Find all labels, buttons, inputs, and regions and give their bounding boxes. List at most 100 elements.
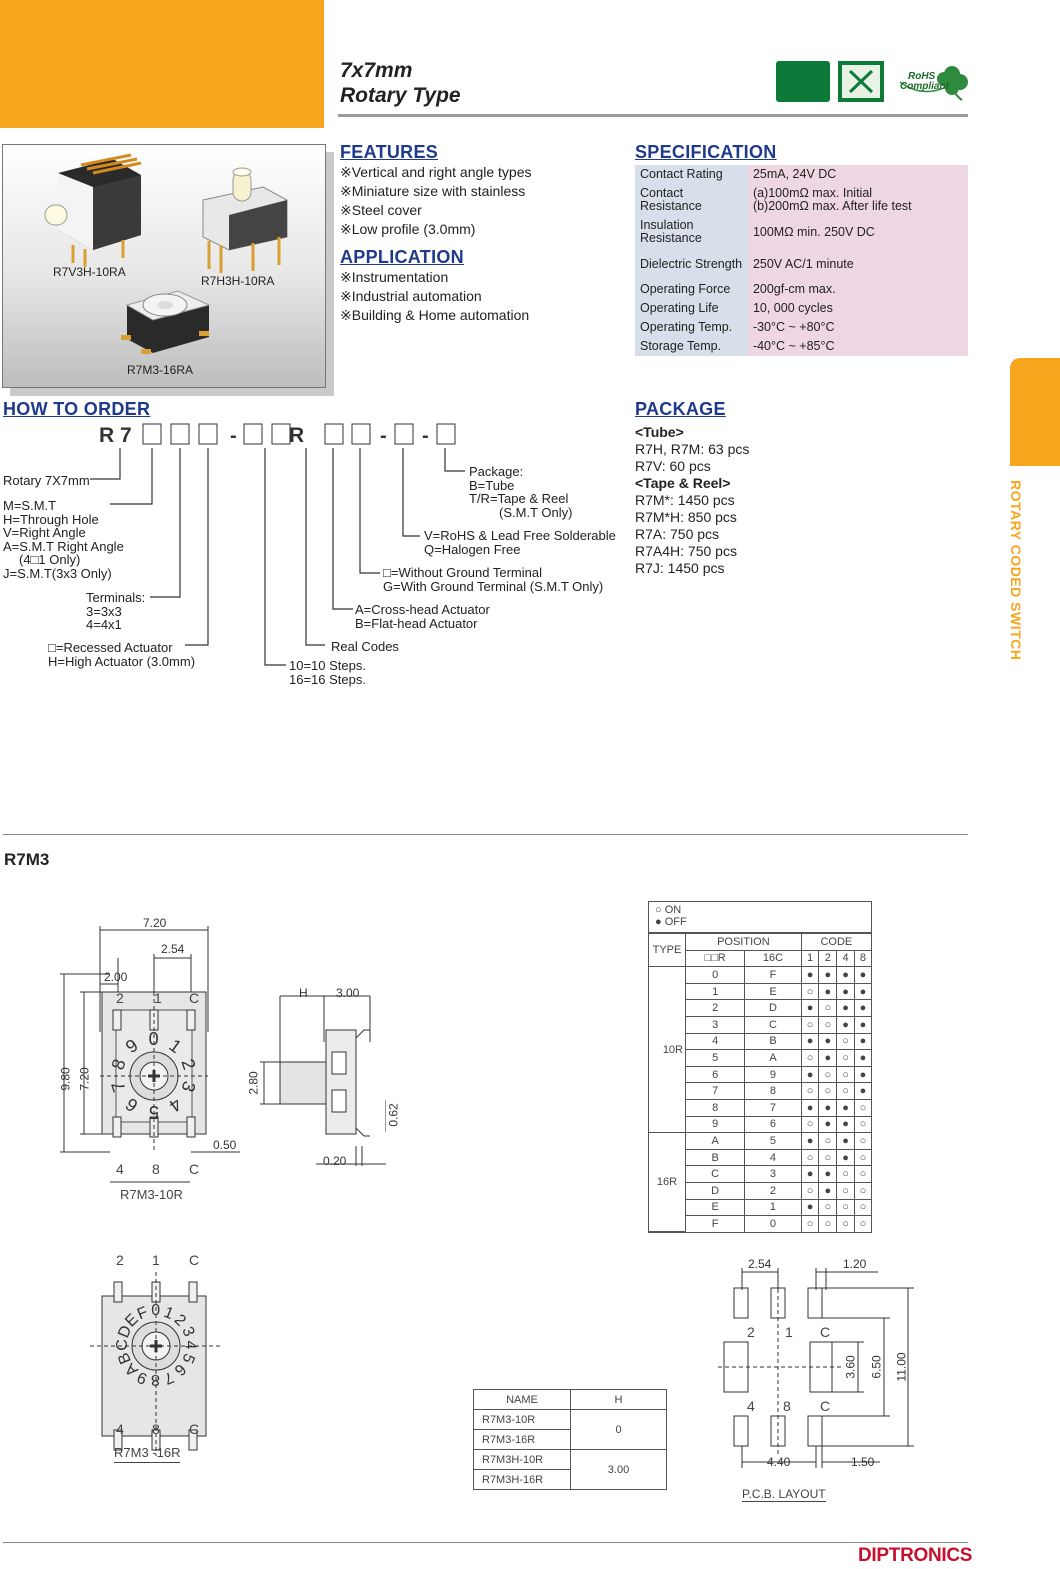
spec-key: Contact Rating <box>635 165 748 184</box>
code-bit-cell: ○ <box>800 1015 820 1034</box>
dim-label: 7.20 <box>143 916 167 930</box>
order-code-box <box>198 423 218 445</box>
feature-item: ※Steel cover <box>340 202 422 218</box>
code-legend: ○ ON ● OFF <box>649 902 871 933</box>
dim-label: 7.20 <box>77 1067 92 1091</box>
order-code-box <box>243 423 263 445</box>
product-photo <box>44 153 288 354</box>
code-bit-cell: ● <box>818 982 838 1001</box>
code-position-cell: C <box>744 1015 802 1034</box>
order-label-package: Package: B=Tube T/R=Tape & Reel (S.M.T O… <box>469 464 573 520</box>
code-position-cell: C <box>684 1165 746 1183</box>
name-table-header: NAME <box>473 1389 571 1410</box>
spec-key: Insulation Resistance <box>635 216 748 248</box>
code-bit-cell: ○ <box>836 1198 855 1217</box>
code-bit-cell: ● <box>853 966 871 984</box>
section-title: R7M3 <box>4 850 50 869</box>
code-position-cell: B <box>744 1032 802 1051</box>
order-code-char: - <box>380 425 387 447</box>
code-bit-cell: ○ <box>800 982 820 1001</box>
code-position-cell: 1 <box>684 982 746 1001</box>
pin-label: C <box>820 1324 831 1340</box>
pin-label: 1 <box>785 1324 793 1340</box>
order-code-char: R <box>99 424 114 447</box>
code-bit-cell: ○ <box>818 999 838 1017</box>
order-code-char: R <box>289 424 304 447</box>
dim-label: 1.20 <box>843 1257 867 1271</box>
code-bit-cell: ● <box>800 999 820 1017</box>
drawing-caption: R7M3 -16R <box>114 1445 181 1463</box>
code-bit-cell: ● <box>800 1132 820 1150</box>
code-bit-cell: ○ <box>836 1049 855 1067</box>
code-header-c: 16C <box>744 949 802 968</box>
spec-value: 250V AC/1 minute <box>747 248 968 280</box>
spec-value: 100MΩ min. 250V DC <box>747 216 968 248</box>
code-bit-cell: ○ <box>800 1148 820 1167</box>
code-position-cell: 3 <box>744 1165 802 1183</box>
code-bit-cell: ● <box>800 1098 820 1117</box>
rohs-logo: RoHS Compliant <box>890 62 970 102</box>
code-position-cell: 2 <box>744 1181 802 1200</box>
page-title-line2: Rotary Type <box>340 84 461 107</box>
name-table-header: H <box>570 1389 667 1410</box>
pin-label: 8 <box>152 1421 160 1437</box>
order-code-box <box>324 423 344 445</box>
pin-label: 8 <box>152 1161 160 1177</box>
dim-label: 3.00 <box>336 986 360 1000</box>
code-bit-cell: ● <box>853 982 871 1001</box>
rohs-text: RoHS Compliant <box>900 71 949 92</box>
package-group-heading: <Tape & Reel> <box>635 475 731 491</box>
order-code-box <box>351 423 371 445</box>
dial-digit: 0 <box>151 1302 161 1320</box>
code-bit-cell: ○ <box>818 1082 838 1100</box>
order-label-terminals: Terminals: 3=3x3 4=4x1 <box>86 590 146 632</box>
code-bit-cell: ● <box>818 1115 838 1134</box>
application-item: ※Building & Home automation <box>340 307 530 323</box>
package-group-heading: <Tube> <box>635 424 684 440</box>
dim-label: 3.60 <box>843 1355 858 1379</box>
code-bit-cell: ● <box>818 1165 838 1183</box>
code-bit-cell: ● <box>836 1115 855 1134</box>
spec-key: Storage Temp. <box>635 337 748 356</box>
code-bit-cell: ○ <box>836 1215 855 1232</box>
code-bit-cell: ○ <box>818 1132 838 1150</box>
code-position-cell: F <box>744 966 802 984</box>
order-label-actuator-height: □=Recessed Actuator H=High Actuator (3.0… <box>48 640 196 669</box>
cross-icon <box>842 65 880 98</box>
name-table-cell: 0 <box>570 1409 667 1450</box>
pin-label: 1 <box>154 990 162 1006</box>
application-list: ※Instrumentation ※Industrial automation … <box>340 268 620 325</box>
pin-label: 1 <box>152 1252 160 1268</box>
code-position-cell: 8 <box>744 1082 802 1100</box>
code-bit-cell: ● <box>800 1165 820 1183</box>
name-table-cell: R7M3-16R <box>473 1429 571 1450</box>
pin-label: C <box>820 1398 831 1414</box>
package-item: R7A: 750 pcs <box>635 526 720 542</box>
code-bit-cell: ● <box>800 966 820 984</box>
code-position-cell: 2 <box>684 999 746 1017</box>
dim-label: 9.80 <box>58 1067 73 1091</box>
code-type-label: 10R <box>649 966 686 1134</box>
dial-digit: 8 <box>151 1371 161 1389</box>
header-rule <box>338 114 968 117</box>
dial-digit: 4 <box>181 1340 199 1350</box>
code-position-cell: F <box>684 1215 746 1232</box>
dim-label: 0.50 <box>213 1138 237 1152</box>
feature-item: ※Low profile (3.0mm) <box>340 221 476 237</box>
dim-label: 4.40 <box>767 1455 791 1469</box>
code-bit-cell: ● <box>818 1049 838 1067</box>
order-code-box <box>271 423 291 445</box>
order-label-mount: M=S.M.T H=Through Hole V=Right Angle A=S… <box>3 498 124 581</box>
code-bit-cell: ● <box>818 966 838 984</box>
code-bit-cell: ○ <box>853 1215 871 1232</box>
package-item: R7H, R7M: 63 pcs <box>635 441 750 457</box>
pin-label: 2 <box>116 990 124 1006</box>
code-bit-cell: ● <box>836 1148 855 1167</box>
